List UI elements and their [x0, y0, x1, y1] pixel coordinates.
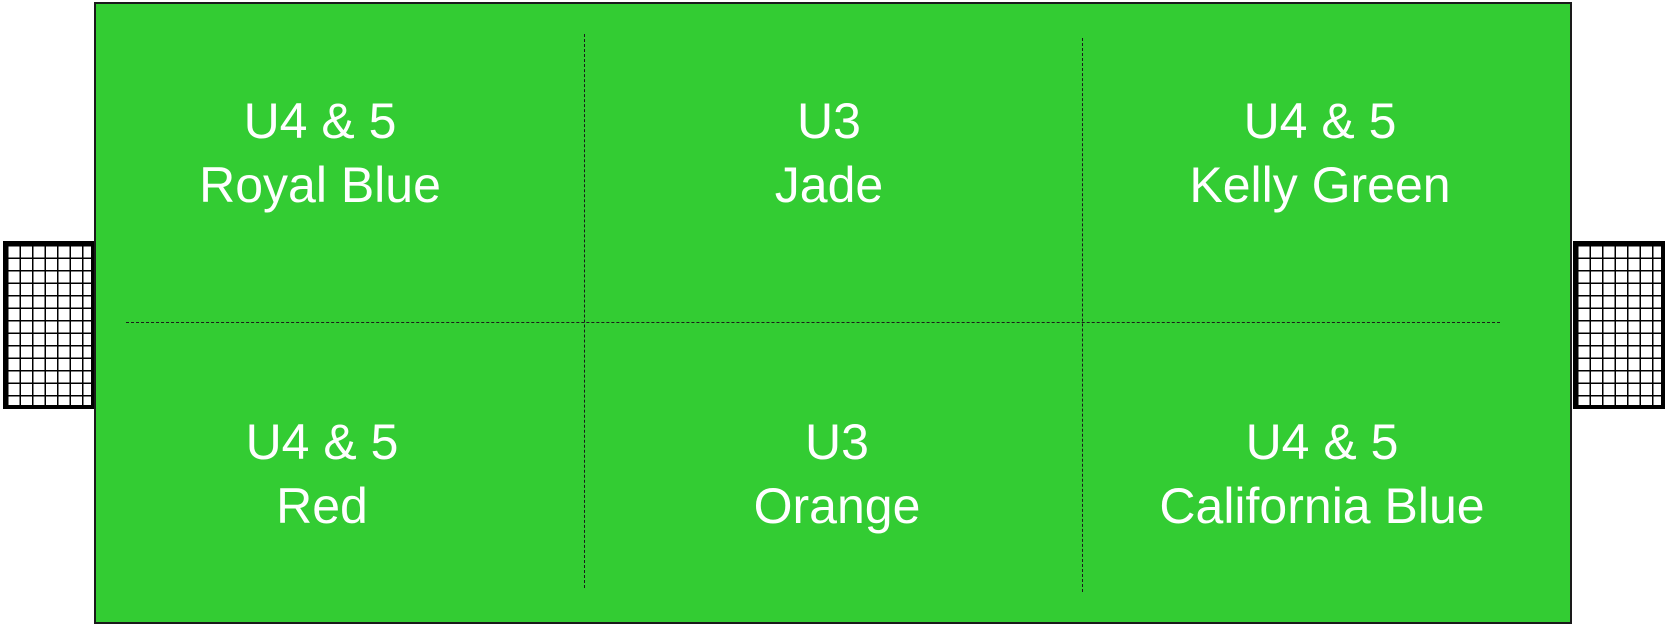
field-team-name: Royal Blue: [199, 157, 441, 213]
field-age-group: U4 & 5: [245, 414, 399, 470]
field-age-group: U4 & 5: [243, 93, 397, 149]
field-age-group: U4 & 5: [1245, 414, 1399, 470]
field-team-name: Jade: [774, 157, 884, 213]
field-team-name: Orange: [753, 478, 921, 534]
divider-line-vertical-right: [1082, 38, 1083, 592]
right-goal-net: [1573, 241, 1665, 409]
divider-line-vertical-left: [584, 34, 585, 588]
field-team-name: California Blue: [1159, 478, 1485, 534]
field-label-top-right: U4 & 5 Kelly Green: [1110, 89, 1530, 217]
field-label-bottom-center: U3 Orange: [627, 410, 1047, 538]
field-label-top-left: U4 & 5 Royal Blue: [110, 89, 530, 217]
field-age-group: U3: [797, 93, 861, 149]
field-label-bottom-right: U4 & 5 California Blue: [1112, 410, 1532, 538]
left-goal-net: [3, 241, 95, 409]
divider-line-horizontal: [126, 322, 1500, 323]
field-age-group: U4 & 5: [1243, 93, 1397, 149]
field-label-top-center: U3 Jade: [619, 89, 1039, 217]
field-age-group: U3: [805, 414, 869, 470]
soccer-pitch: [94, 2, 1572, 624]
field-team-name: Red: [276, 478, 368, 534]
field-label-bottom-left: U4 & 5 Red: [112, 410, 532, 538]
field-team-name: Kelly Green: [1189, 157, 1451, 213]
